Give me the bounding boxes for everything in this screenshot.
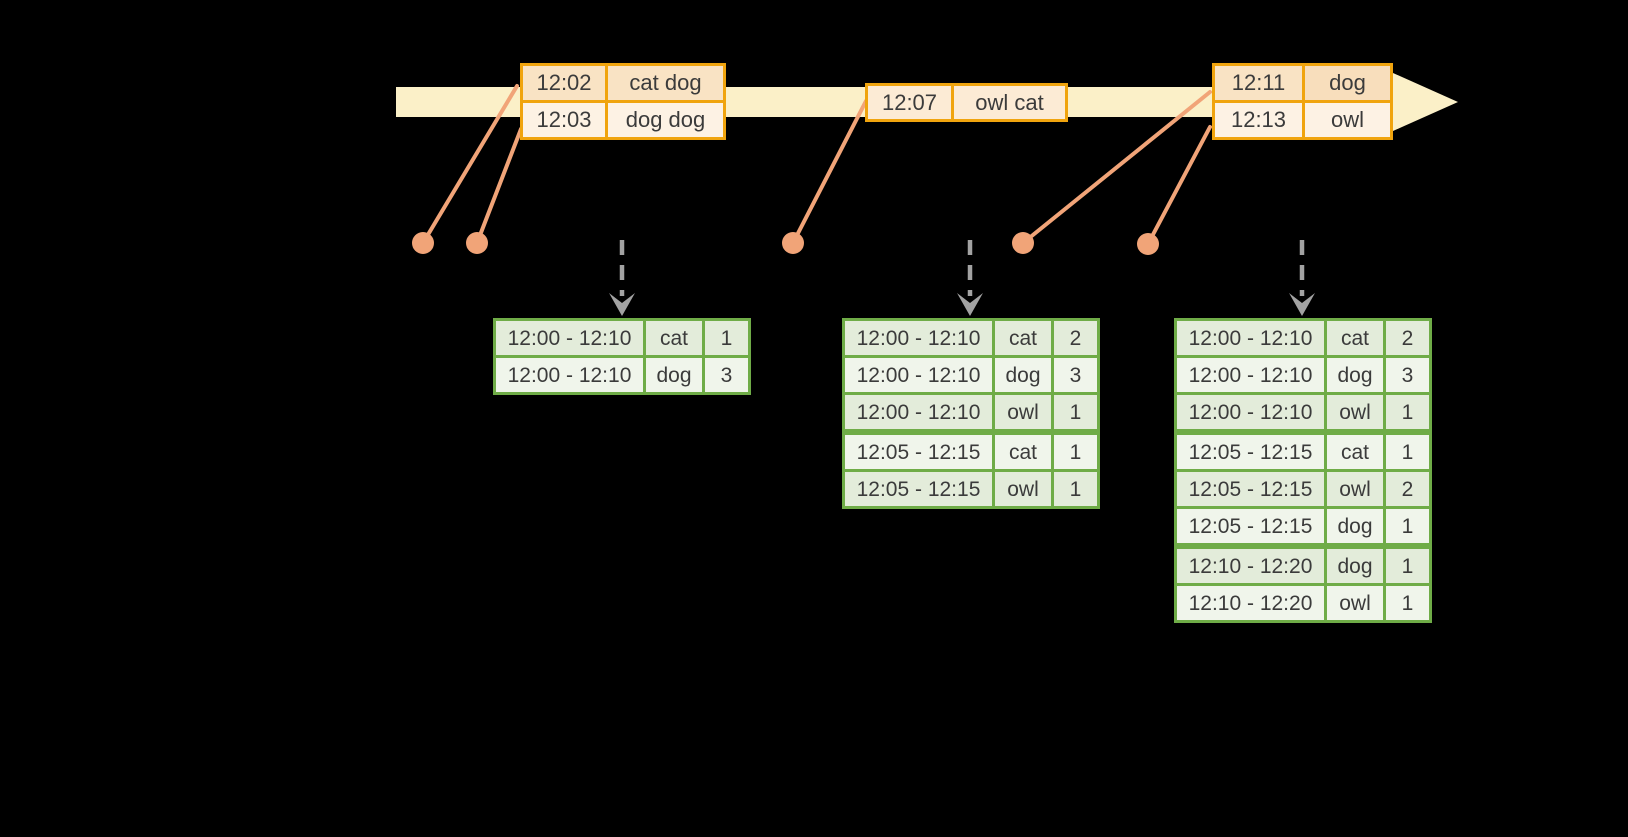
connector-line-1211: [1021, 90, 1212, 245]
table-cell: owl: [1327, 586, 1383, 620]
table-cell: dog dog: [608, 103, 723, 137]
table-cell: 12:13: [1215, 103, 1302, 137]
table-cell: cat: [646, 321, 702, 355]
table-cell: cat: [1327, 321, 1383, 355]
table-cell: owl: [1305, 103, 1390, 137]
connector-line-1202: [421, 84, 519, 245]
event-dot-1207: [782, 232, 804, 254]
table-cell: 12:05 - 12:15: [845, 435, 992, 469]
trigger-arrow-head-2: [957, 293, 983, 316]
table-cell: 12:00 - 12:10: [496, 358, 643, 392]
table-cell: 1: [1054, 435, 1097, 469]
table-cell: 12:02: [523, 66, 605, 100]
table-cell: 1: [1386, 509, 1429, 543]
table-cell: 12:00 - 12:10: [1177, 321, 1324, 355]
table-cell: 12:10 - 12:20: [1177, 586, 1324, 620]
table-cell: 1: [1386, 549, 1429, 583]
table-cell: owl cat: [954, 86, 1065, 119]
table-cell: 12:05 - 12:15: [1177, 472, 1324, 506]
connector-line-1203: [475, 127, 523, 245]
table-cell: owl: [995, 472, 1051, 506]
table-cell: 1: [1386, 395, 1429, 429]
table-cell: 12:00 - 12:10: [496, 321, 643, 355]
table-cell: 3: [1386, 358, 1429, 392]
table-cell: 2: [1386, 472, 1429, 506]
table-cell: 12:00 - 12:10: [845, 395, 992, 429]
table-cell: 12:05 - 12:15: [1177, 435, 1324, 469]
table-cell: 12:03: [523, 103, 605, 137]
event-dot-1211: [1012, 232, 1034, 254]
table-cell: 12:00 - 12:10: [845, 321, 992, 355]
table-cell: 3: [705, 358, 748, 392]
table-cell: owl: [1327, 395, 1383, 429]
trigger-arrow-head-1: [609, 293, 635, 316]
table-cell: 12:05 - 12:15: [1177, 509, 1324, 543]
table-cell: 1: [1054, 472, 1097, 506]
table-cell: 1: [1054, 395, 1097, 429]
table-cell: 12:05 - 12:15: [845, 472, 992, 506]
table-cell: dog: [1327, 358, 1383, 392]
table-cell: 1: [1386, 586, 1429, 620]
table-cell: 2: [1386, 321, 1429, 355]
table-cell: 12:00 - 12:10: [1177, 395, 1324, 429]
table-cell: dog: [646, 358, 702, 392]
table-cell: dog: [1305, 66, 1390, 100]
table-cell: 12:11: [1215, 66, 1302, 100]
event-dot-1203: [466, 232, 488, 254]
table-cell: 3: [1054, 358, 1097, 392]
table-cell: cat: [995, 321, 1051, 355]
connector-line-1207: [791, 99, 868, 245]
table-cell: cat: [1327, 435, 1383, 469]
event-dot-1202: [412, 232, 434, 254]
table-cell: 12:07: [868, 86, 951, 119]
table-cell: cat: [995, 435, 1051, 469]
table-cell: 1: [1386, 435, 1429, 469]
table-cell: 12:00 - 12:10: [845, 358, 992, 392]
table-cell: dog: [1327, 509, 1383, 543]
trigger-arrow-head-3: [1289, 293, 1315, 316]
table-cell: cat dog: [608, 66, 723, 100]
event-dot-1213: [1137, 233, 1159, 255]
connector-line-1213: [1146, 125, 1212, 246]
table-cell: dog: [1327, 549, 1383, 583]
table-cell: 12:00 - 12:10: [1177, 358, 1324, 392]
table-cell: 2: [1054, 321, 1097, 355]
table-cell: owl: [995, 395, 1051, 429]
table-cell: dog: [995, 358, 1051, 392]
table-cell: owl: [1327, 472, 1383, 506]
timeline-arrow-head: [1393, 73, 1458, 131]
table-cell: 1: [705, 321, 748, 355]
table-cell: 12:10 - 12:20: [1177, 549, 1324, 583]
